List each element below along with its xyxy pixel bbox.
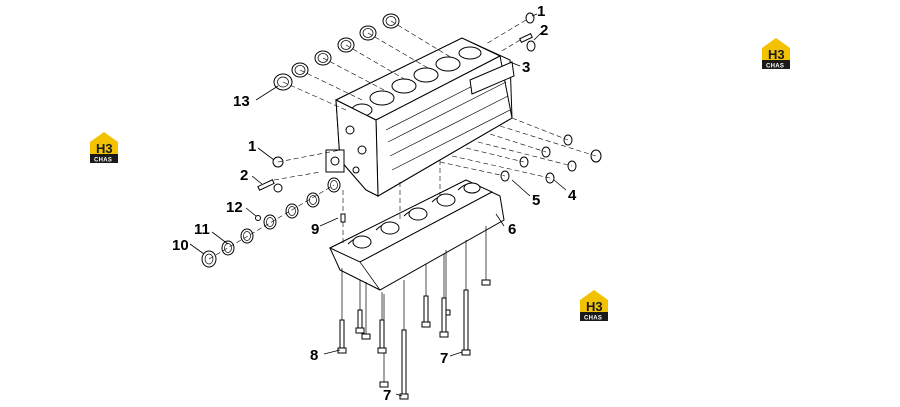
callout-3: 3 (522, 59, 530, 76)
svg-text:H3: H3 (768, 47, 785, 62)
svg-text:H3: H3 (96, 141, 113, 156)
callout-1-left: 1 (248, 138, 256, 155)
callout-7-right: 7 (440, 350, 448, 367)
top-right-plug-and-pin (485, 12, 536, 53)
bearing-ladder-frame (328, 179, 505, 291)
watermark-logo-left: H3 CHAS (90, 132, 118, 164)
svg-text:CHAS: CHAS (94, 158, 112, 164)
callout-11: 11 (194, 221, 210, 238)
callout-9: 9 (311, 221, 319, 238)
callout-8: 8 (310, 347, 318, 364)
callout-6: 6 (508, 221, 516, 238)
main-bearing-bolts (337, 226, 491, 400)
callout-2-left: 2 (240, 167, 248, 184)
watermark-logo-center-right: H3 CHAS (580, 290, 608, 322)
svg-text:H3: H3 (586, 299, 603, 314)
dowel-pins-center (340, 160, 441, 246)
svg-text:CHAS: CHAS (766, 64, 784, 70)
core-plugs-left (201, 149, 341, 268)
watermark-logo-top-right: H3 CHAS (762, 38, 790, 70)
right-side-plugs (439, 117, 602, 184)
callout-4: 4 (568, 187, 577, 204)
leader-lines (189, 13, 567, 397)
callout-5: 5 (532, 192, 540, 209)
svg-text:CHAS: CHAS (584, 316, 602, 322)
callout-10: 10 (172, 237, 189, 254)
callout-12: 12 (226, 199, 243, 216)
callout-7-bottom: 7 (383, 387, 391, 404)
cylinder-block (325, 37, 515, 197)
callout-2-top: 2 (540, 22, 548, 39)
callout-1-top: 1 (537, 3, 545, 20)
core-plugs-top (273, 13, 453, 111)
callout-13: 13 (233, 93, 250, 110)
